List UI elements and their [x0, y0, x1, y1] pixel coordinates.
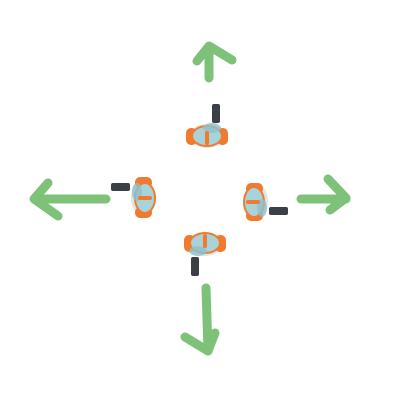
- arrow-down-icon: [180, 283, 220, 356]
- arrows-group: [29, 41, 351, 356]
- player-facing-up-sprite: [186, 104, 228, 148]
- player-facing-right-sprite: [243, 183, 288, 221]
- arrow-up-icon: [192, 41, 237, 83]
- arrow-right-icon: [296, 174, 351, 215]
- arrow-left-icon: [29, 178, 111, 221]
- player-facing-left-sprite: [111, 177, 156, 218]
- sprites-group: [111, 104, 288, 276]
- player-facing-down-sprite: [184, 232, 226, 276]
